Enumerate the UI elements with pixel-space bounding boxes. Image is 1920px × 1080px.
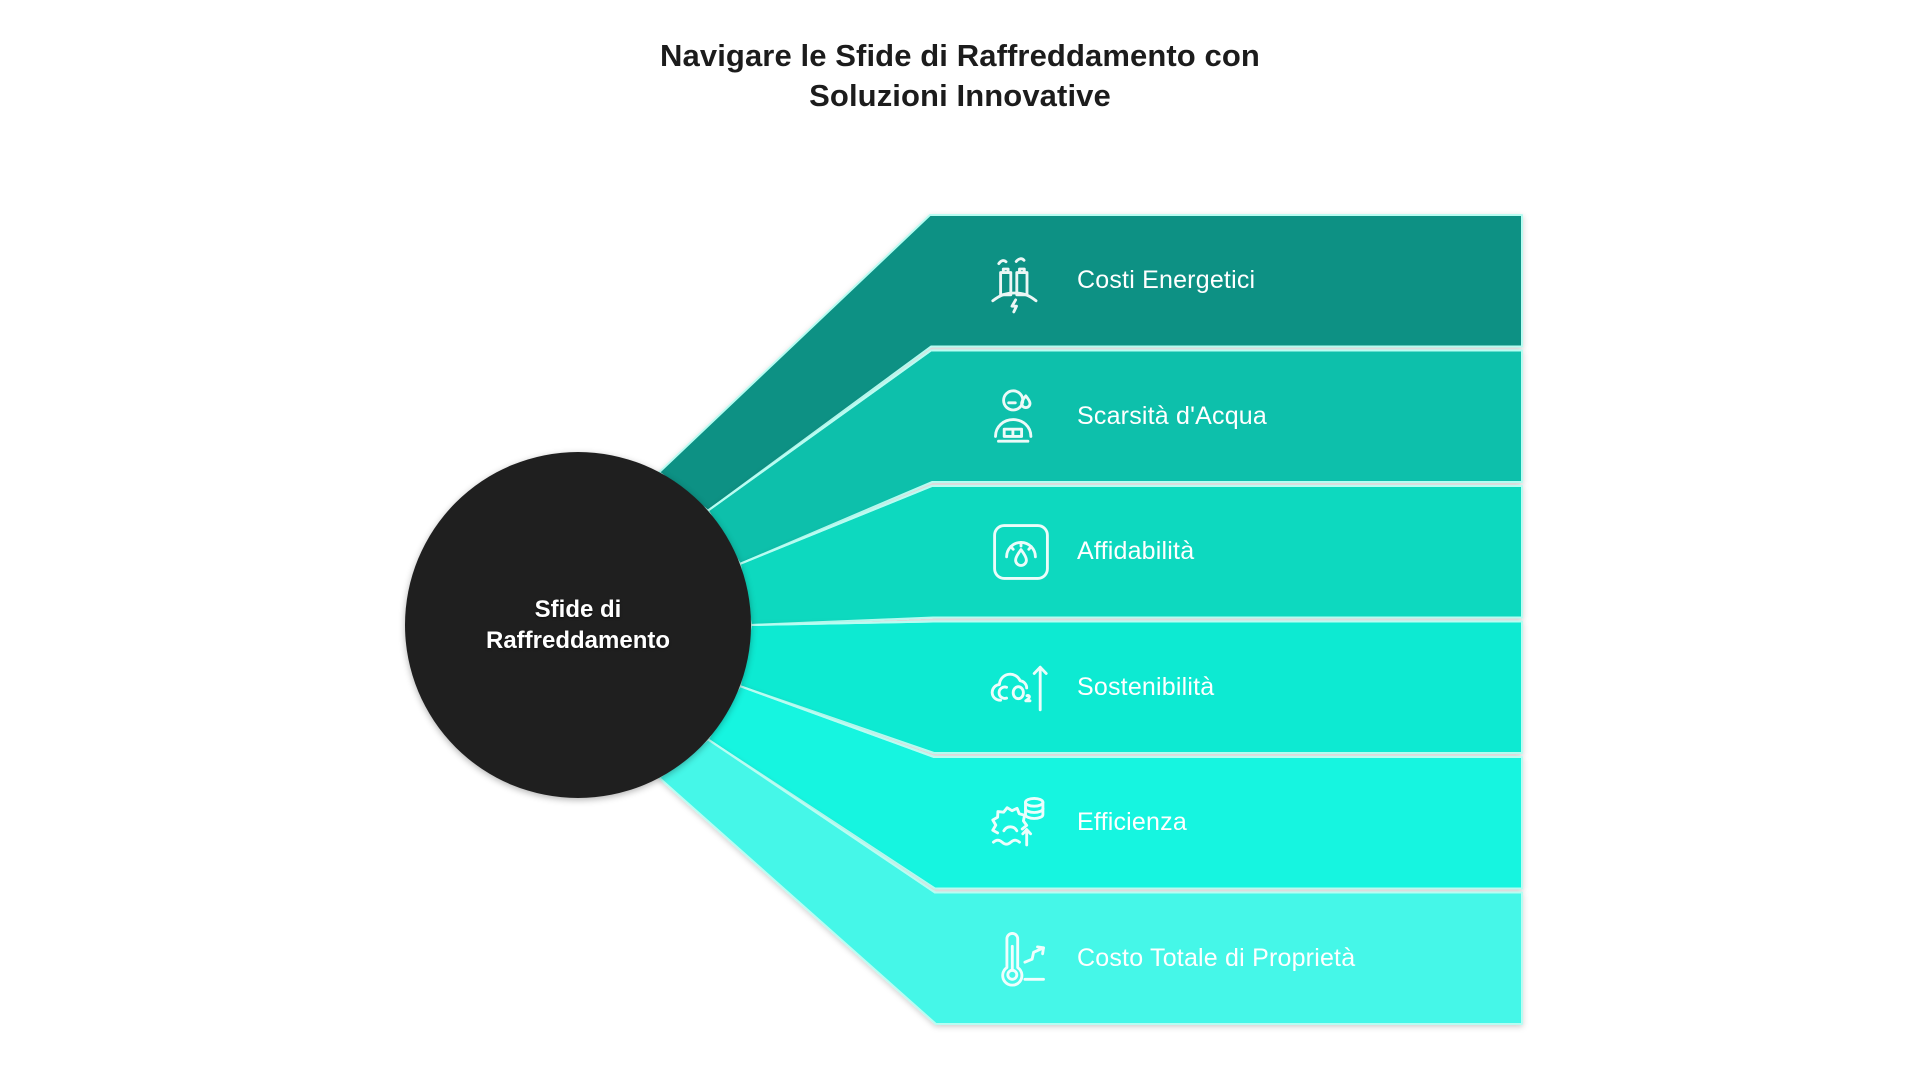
fan-divider-5 [707,738,936,894]
center-node-line-1: Sfide di [534,595,622,623]
fan-divider-2 [739,485,933,565]
fan-divider-4 [739,685,935,758]
fan-row-label-3: Affidabilità [1077,537,1195,566]
fan-band-group [658,214,1523,1025]
fan-divider-1 [707,349,932,512]
page-title-line-2: Soluzioni Innovative [809,78,1111,114]
water-scarcity-icon [994,389,1033,443]
center-node-circle[interactable]: Sfide di Raffreddamento [405,452,751,798]
fan-row-label-6: Costo Totale di Proprietà [1077,943,1356,972]
page-title-line-1: Navigare le Sfide di Raffreddamento con [660,38,1260,73]
fan-row-5[interactable]: Efficienza [985,788,1187,858]
fan-row-label-5: Efficienza [1077,808,1187,837]
reliability-gauge-icon [993,523,1049,580]
fan-row-3[interactable]: Affidabilità [985,517,1194,587]
fan-row-label-1: Costi Energetici [1077,266,1256,295]
fan-row-2[interactable]: Scarsità d'Acqua [985,381,1267,451]
gear-data-arrow-icon [991,796,1045,847]
power-plant-energy-icon [991,257,1038,314]
fan-row-4[interactable]: Sostenibilità [985,652,1214,722]
fan-row-label-4: Sostenibilità [1077,672,1215,701]
page-title: Navigare le Sfide di Raffreddamento con … [0,36,1920,117]
fan-row-label-2: Scarsità d'Acqua [1077,401,1268,430]
co2-cloud-arrow-icon [990,666,1048,712]
fan-band-dividers [707,349,936,894]
fan-row-1[interactable]: Costi Energetici [985,246,1255,316]
center-node-line-2: Raffreddamento [485,627,671,654]
fan-divider-3 [750,620,934,626]
thermometer-trend-icon [1001,932,1045,987]
fan-row-6[interactable]: Costo Totale di Proprietà [985,923,1355,993]
